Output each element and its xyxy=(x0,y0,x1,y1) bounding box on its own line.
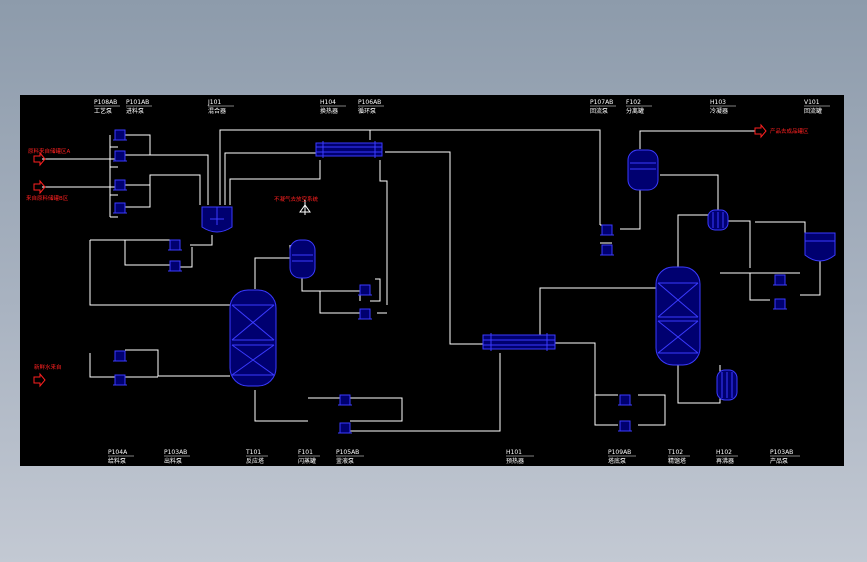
flow-arrows xyxy=(33,123,767,388)
tag-label: P103AB xyxy=(770,449,793,456)
tag-label: H103 xyxy=(710,99,726,106)
pump-p101b xyxy=(113,202,127,214)
pump-p107b xyxy=(600,244,614,256)
reflux-drum-v101 xyxy=(804,232,836,262)
pump-p103b-right xyxy=(773,298,787,310)
pump-p105a xyxy=(338,394,352,406)
annotations: 原料来自储罐区A 来自原料储罐B区 新鲜水来自 不凝气去放空系统 产品去成品罐区 xyxy=(26,127,809,371)
desc-label: 工艺泵 xyxy=(94,107,112,115)
tag-label: F101 xyxy=(298,449,313,456)
vent-arrow-icon xyxy=(299,204,311,213)
tag-label: H101 xyxy=(506,449,522,456)
feed-arrow-icon xyxy=(33,372,46,388)
tag-label: H102 xyxy=(716,449,732,456)
desc-label: 产品泵 xyxy=(770,457,788,465)
pump-p104a xyxy=(113,350,127,362)
pump-p108b xyxy=(113,150,127,162)
desc-label: 出料泵 xyxy=(164,457,182,465)
annotation-product: 产品去成品罐区 xyxy=(770,127,809,135)
desc-label: 分离罐 xyxy=(626,107,644,115)
tag-label: P109AB xyxy=(608,449,631,456)
tag-label: P103AB xyxy=(164,449,187,456)
column-t101 xyxy=(229,289,277,387)
pump-p103a-left xyxy=(168,239,182,251)
pump-p103a-right xyxy=(773,274,787,286)
annotation-feed-2: 来自原料储罐B区 xyxy=(26,194,69,202)
tag-label: T101 xyxy=(245,449,261,456)
heat-exchanger-h104 xyxy=(315,141,383,158)
column-t102 xyxy=(655,266,701,366)
reboiler-h102 xyxy=(716,369,738,401)
desc-label: 给料泵 xyxy=(108,457,126,465)
separator-f102 xyxy=(627,149,659,191)
desc-label: 回流罐 xyxy=(804,107,822,115)
tag-label: H104 xyxy=(320,99,336,106)
annotation-feed-3: 新鲜水来自 xyxy=(34,363,62,371)
tag-label: T102 xyxy=(667,449,683,456)
pump-p105b xyxy=(338,422,352,434)
pump-p108a xyxy=(113,129,127,141)
desc-label: 釜液泵 xyxy=(336,457,354,465)
pid-svg: 原料来自储罐区A 来自原料储罐B区 新鲜水来自 不凝气去放空系统 产品去成品罐区… xyxy=(26,99,836,465)
equipment xyxy=(113,129,836,434)
tag-label: P108AB xyxy=(94,99,117,106)
desc-label: 精馏塔 xyxy=(668,457,686,465)
pid-drawing: 原料来自储罐区A 来自原料储罐B区 新鲜水来自 不凝气去放空系统 产品去成品罐区… xyxy=(20,95,844,466)
tag-label: P106AB xyxy=(358,99,381,106)
tag-label: P107AB xyxy=(590,99,613,106)
annotation-feed-1: 原料来自储罐区A xyxy=(28,147,71,155)
tag-label: F102 xyxy=(626,99,641,106)
desc-label: 混合器 xyxy=(208,107,226,115)
pump-p107a xyxy=(600,224,614,236)
product-arrow-icon xyxy=(754,123,767,139)
tag-label: J101 xyxy=(207,99,221,106)
desc-label: 闪蒸罐 xyxy=(298,457,316,465)
desc-label: 循环泵 xyxy=(358,107,376,115)
preheater-h101 xyxy=(482,333,556,351)
condenser-h103 xyxy=(707,209,729,231)
pump-p106b xyxy=(358,308,372,320)
pump-p103b-left xyxy=(168,260,182,272)
desc-label: 再沸器 xyxy=(716,457,734,465)
mixer-j101 xyxy=(201,206,233,233)
desc-label: 反应塔 xyxy=(246,457,264,465)
tag-label: V101 xyxy=(804,99,820,106)
desc-label: 预热器 xyxy=(506,457,524,465)
pump-p101a xyxy=(113,179,127,191)
desc-label: 回流泵 xyxy=(590,107,608,115)
tag-label: P101AB xyxy=(126,99,149,106)
desc-label: 进料泵 xyxy=(126,107,144,115)
tag-label: P104A xyxy=(108,449,128,456)
desc-label: 冷凝器 xyxy=(710,107,728,115)
pump-p109b xyxy=(618,420,632,432)
desc-label: 换热器 xyxy=(320,107,338,115)
feed-arrow-icon xyxy=(33,151,46,167)
annotation-vent: 不凝气去放空系统 xyxy=(274,195,319,203)
desc-label: 塔底泵 xyxy=(608,457,626,465)
pump-p109a xyxy=(618,394,632,406)
pump-p106a xyxy=(358,284,372,296)
pump-p103ab xyxy=(113,374,127,386)
tag-label: P105AB xyxy=(336,449,359,456)
feed-arrow-icon xyxy=(33,179,46,195)
flash-drum-f101 xyxy=(289,239,316,279)
pipelines xyxy=(42,129,821,432)
